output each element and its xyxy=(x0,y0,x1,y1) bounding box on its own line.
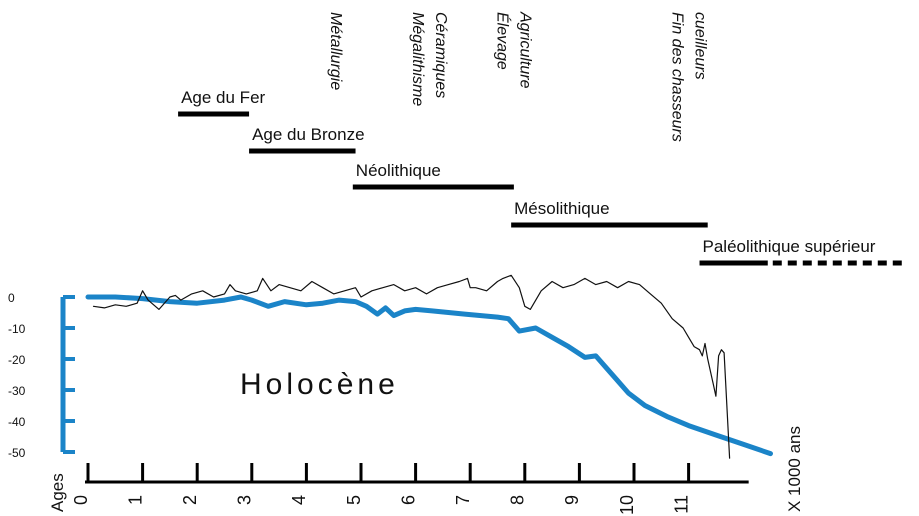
series-line-0 xyxy=(85,294,773,457)
y-axis-title: Ages xyxy=(48,473,67,512)
x-tick-label-4: 4 xyxy=(289,495,309,505)
x-tick-label-3: 3 xyxy=(235,495,255,505)
event-label-1-1: Céramiques xyxy=(432,12,449,98)
x-axis-title: X 1000 ans xyxy=(785,426,804,512)
period-label-3: Mésolithique xyxy=(514,199,609,218)
period-label-4: Paléolithique supérieur xyxy=(703,237,876,256)
y-tick-label-1: -10 xyxy=(8,322,26,336)
period-label-1: Age du Bronze xyxy=(252,125,364,144)
x-tick-label-7: 7 xyxy=(453,495,473,505)
y-tick-label-3: -30 xyxy=(8,384,26,398)
period-label-2: Néolithique xyxy=(356,161,441,180)
series-line-1 xyxy=(92,274,731,459)
x-tick-label-6: 6 xyxy=(398,495,418,505)
event-label-1-0: Mégalithisme xyxy=(409,12,426,106)
x-tick-label-2: 2 xyxy=(180,495,200,505)
event-label-2-1: Agriculture xyxy=(517,11,534,89)
x-tick-label-0: 0 xyxy=(71,495,91,505)
y-tick-label-0: 0 xyxy=(8,291,15,305)
event-label-0-0: Métallurgie xyxy=(327,12,344,90)
x-tick-label-10: 10 xyxy=(617,495,637,515)
holocene-annotation: Holocène xyxy=(240,368,399,401)
y-tick-label-2: -20 xyxy=(8,353,26,367)
event-label-3-1: cueilleurs xyxy=(691,12,708,80)
x-tick-label-8: 8 xyxy=(508,495,528,505)
x-tick-label-9: 9 xyxy=(562,495,582,505)
y-tick-label-5: -50 xyxy=(8,446,26,460)
event-label-3-0: Fin des chasseurs xyxy=(668,12,685,142)
y-tick-label-4: -40 xyxy=(8,415,26,429)
event-label-2-0: Élevage xyxy=(494,12,513,70)
x-tick-label-1: 1 xyxy=(125,495,145,505)
period-label-0: Age du Fer xyxy=(181,88,265,107)
x-tick-label-5: 5 xyxy=(344,495,364,505)
x-tick-label-11: 11 xyxy=(671,495,691,514)
